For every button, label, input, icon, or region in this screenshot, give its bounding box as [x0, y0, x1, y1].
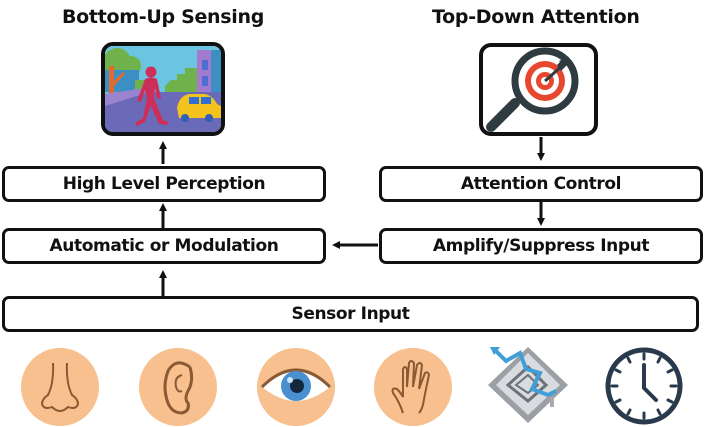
clock-icon	[605, 347, 683, 425]
magnifier-target-icon	[486, 47, 579, 132]
street-scene-image	[101, 42, 225, 136]
amplify-suppress-input-box: Amplify/Suppress Input	[379, 228, 703, 264]
ear-icon	[139, 348, 217, 426]
hand-icon	[374, 348, 452, 426]
attention-control-box: Attention Control	[379, 166, 703, 202]
high-level-perception-label: High Level Perception	[62, 174, 266, 194]
magnifier-target-image	[479, 43, 598, 136]
nose-icon	[21, 348, 99, 426]
attention-control-label: Attention Control	[460, 174, 622, 194]
automatic-or-modulation-label: Automatic or Modulation	[49, 236, 279, 256]
amplify-suppress-input-label: Amplify/Suppress Input	[432, 236, 650, 256]
street-scene-icon	[105, 46, 221, 132]
bottom-up-sensing-title: Bottom-Up Sensing	[62, 6, 265, 28]
top-down-attention-title: Top-Down Attention	[432, 6, 640, 28]
eye-icon	[257, 348, 335, 426]
sensor-input-box: Sensor Input	[2, 296, 699, 332]
maze-icon	[488, 347, 568, 423]
sensor-input-label: Sensor Input	[291, 304, 410, 324]
high-level-perception-box: High Level Perception	[2, 166, 326, 202]
automatic-or-modulation-box: Automatic or Modulation	[2, 228, 326, 264]
